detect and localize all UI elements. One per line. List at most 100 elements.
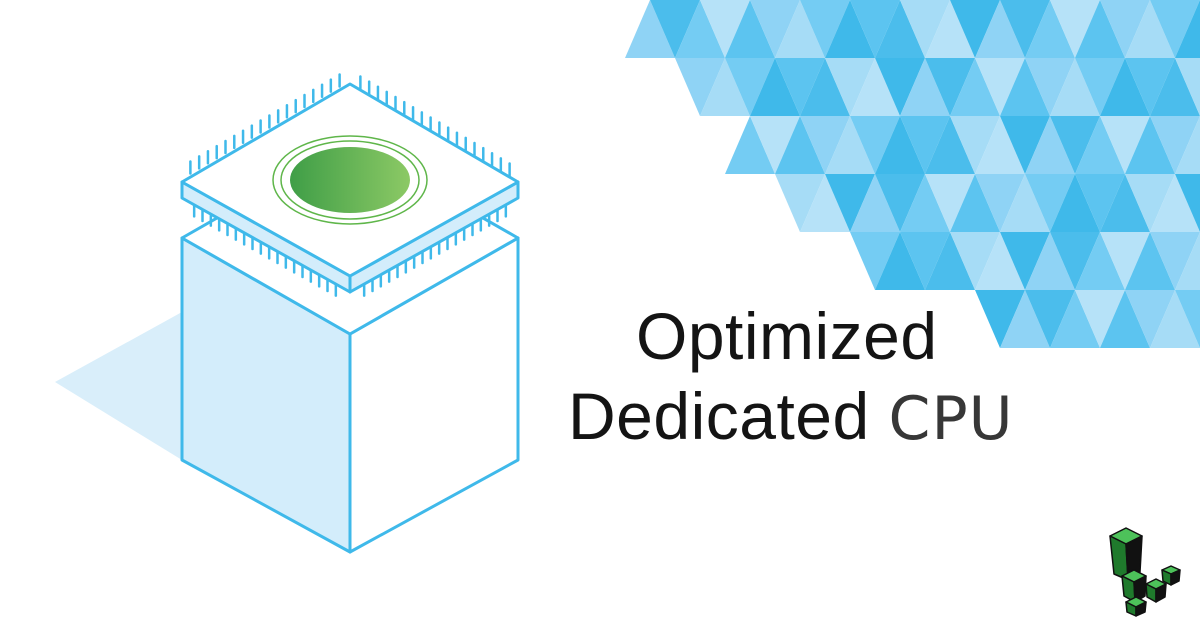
headline-dedicated: Dedicated [568, 379, 870, 453]
mosaic-triangle [775, 174, 825, 232]
mosaic-triangle [1150, 232, 1200, 290]
headline-line-1: Optimized [636, 299, 938, 373]
mosaic-triangle [1125, 174, 1175, 232]
mosaic-triangle [925, 174, 975, 232]
mosaic-triangle [975, 0, 1025, 58]
headline: Optimized Dedicated CPU [568, 296, 1014, 459]
mosaic-triangle [825, 174, 875, 232]
mosaic-triangle [1000, 290, 1050, 348]
mosaic-triangle [1125, 232, 1175, 290]
mosaic-triangle [1100, 232, 1150, 290]
mosaic-triangle [950, 58, 1000, 116]
core-ring-inner [280, 140, 420, 220]
mosaic-triangle [1075, 0, 1125, 58]
mosaic-triangle [1025, 116, 1075, 174]
mosaic-triangle [850, 58, 900, 116]
mosaic-triangle [950, 0, 1000, 58]
mosaic-triangle [1150, 0, 1200, 58]
mosaic-triangle [675, 58, 725, 116]
mosaic-triangle [1175, 0, 1200, 58]
mosaic-triangle [975, 58, 1025, 116]
mosaic-triangle [800, 58, 850, 116]
mosaic-triangle [875, 0, 925, 58]
mosaic-triangle [950, 174, 1000, 232]
mosaic-triangle [975, 174, 1025, 232]
mosaic-triangle [850, 116, 900, 174]
mosaic-triangle [1075, 174, 1125, 232]
mosaic-triangle [1075, 116, 1125, 174]
mosaic-triangle [925, 58, 975, 116]
mosaic-triangle [975, 290, 1025, 348]
mosaic-triangle [750, 58, 800, 116]
mosaic-triangle [1075, 232, 1125, 290]
mosaic-triangle [1000, 174, 1050, 232]
mosaic-triangle [750, 0, 800, 58]
mosaic-triangle [1175, 232, 1200, 290]
mosaic-triangle [700, 58, 750, 116]
headline-cpu: CPU [888, 384, 1014, 454]
mosaic-triangle [825, 0, 875, 58]
mosaic-triangle [1100, 290, 1150, 348]
mosaic-triangle [975, 232, 1025, 290]
mosaic-triangle [1150, 290, 1200, 348]
mosaic-triangle [825, 58, 875, 116]
mosaic-triangle [1075, 58, 1125, 116]
mosaic-triangle [750, 116, 800, 174]
mosaic-triangle [1000, 58, 1050, 116]
mosaic-triangle [1175, 174, 1200, 232]
mosaic-triangle [775, 0, 825, 58]
mosaic-triangle [1050, 232, 1100, 290]
mosaic-triangle [925, 232, 975, 290]
mosaic-triangle [1175, 290, 1200, 348]
mosaic-triangle [800, 174, 850, 232]
mosaic-triangle [925, 0, 975, 58]
mosaic-triangle [1025, 58, 1075, 116]
mosaic-triangle [1025, 174, 1075, 232]
mosaic-triangle [900, 58, 950, 116]
mosaic-triangle [1050, 0, 1100, 58]
mosaic-triangle [925, 116, 975, 174]
mosaic-triangle [1025, 0, 1075, 58]
mosaic-triangle [1150, 116, 1200, 174]
mosaic-triangle [725, 116, 775, 174]
mosaic-triangle [1175, 116, 1200, 174]
mosaic-triangle [1150, 58, 1200, 116]
mosaic-triangle [1125, 58, 1175, 116]
mosaic-triangle [1125, 0, 1175, 58]
mosaic-triangle [775, 58, 825, 116]
mosaic-triangle [1100, 58, 1150, 116]
mosaic-triangle [1000, 0, 1050, 58]
mosaic-triangle [950, 232, 1000, 290]
mosaic-triangle [800, 116, 850, 174]
mosaic-triangle [875, 174, 925, 232]
mosaic-triangle [950, 116, 1000, 174]
mosaic-triangle [900, 116, 950, 174]
mosaic-triangle [1050, 290, 1100, 348]
mosaic-triangle [975, 116, 1025, 174]
mosaic-triangle [875, 58, 925, 116]
chip-core [290, 147, 410, 213]
mosaic-triangle [1050, 116, 1100, 174]
mosaic-triangle [850, 232, 900, 290]
mosaic-triangle [1100, 174, 1150, 232]
mosaic-triangle [1075, 290, 1125, 348]
mosaic-triangle [875, 116, 925, 174]
mosaic-triangle [1050, 58, 1100, 116]
cube-logo [1109, 527, 1181, 617]
mosaic-triangle [875, 232, 925, 290]
mosaic-triangle [725, 0, 775, 58]
mosaic-triangle [1100, 116, 1150, 174]
mosaic-triangle [900, 174, 950, 232]
mosaic-triangle [1025, 290, 1075, 348]
mosaic-triangle [800, 0, 850, 58]
mosaic-triangle [1125, 290, 1175, 348]
mosaic-triangle [650, 0, 700, 58]
mosaic-triangle [825, 116, 875, 174]
core-ring-outer [272, 135, 428, 225]
mosaic-triangle [1125, 116, 1175, 174]
mosaic-triangle [1000, 232, 1050, 290]
mosaic-triangle [1000, 116, 1050, 174]
mosaic-triangle [1150, 174, 1200, 232]
